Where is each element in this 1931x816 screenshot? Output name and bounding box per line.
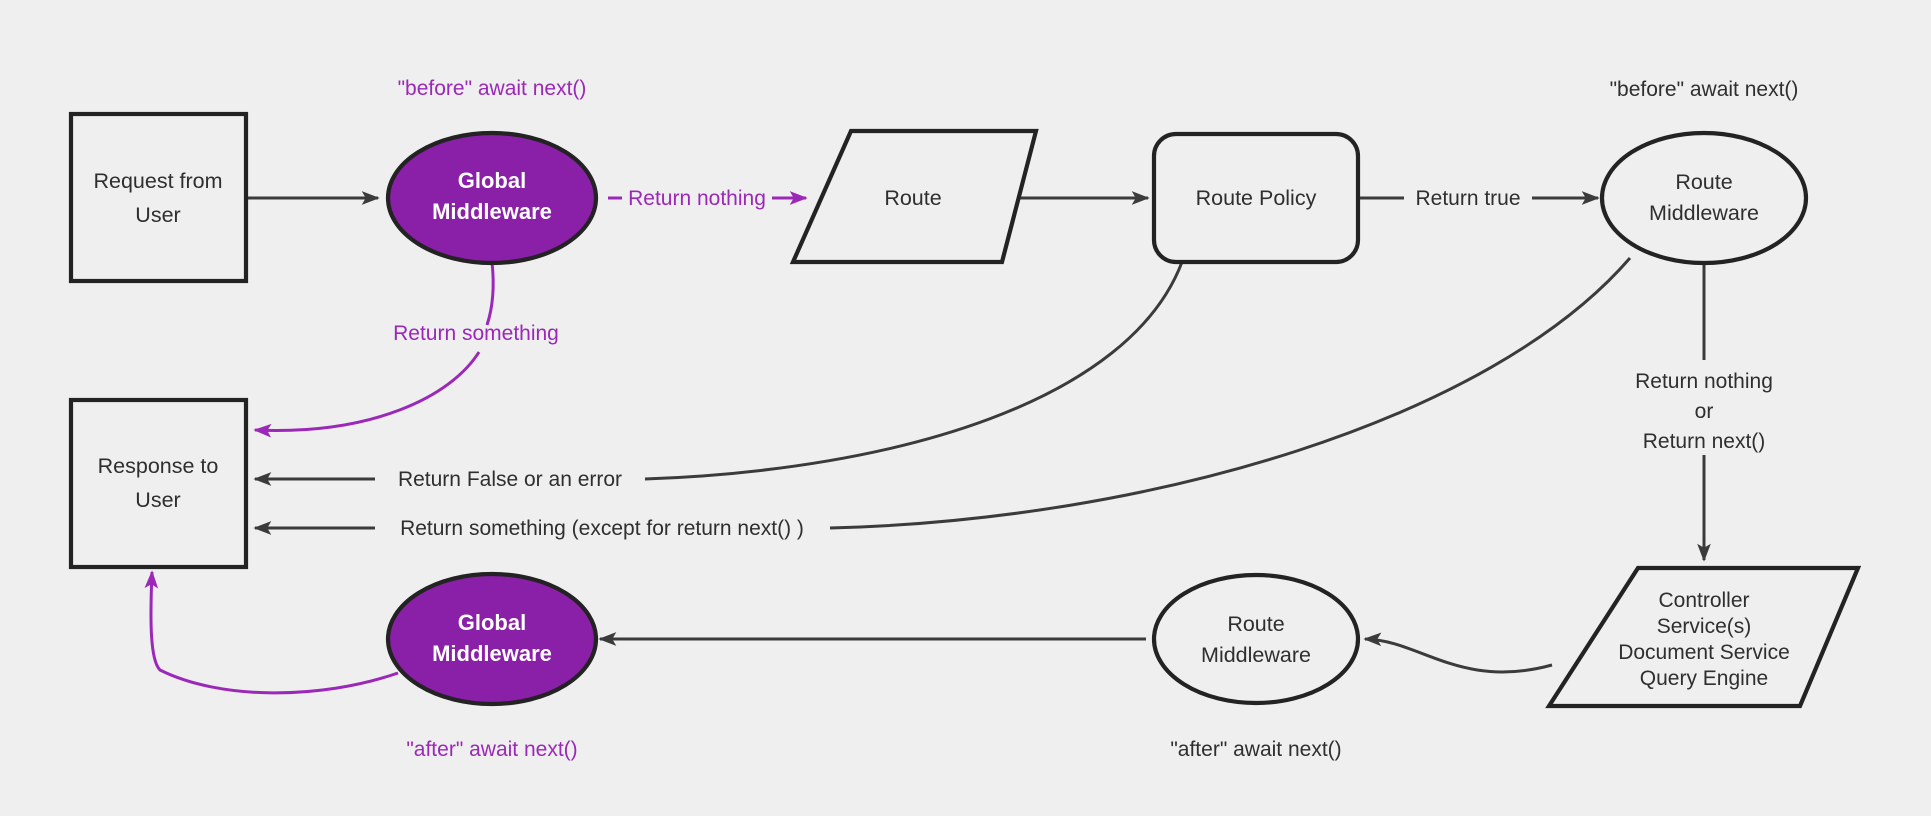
node-controller-services-label-line2: Service(s)	[1657, 615, 1752, 638]
node-controller-services-label-line4: Query Engine	[1640, 667, 1768, 690]
edge-global-middleware-bottom-to-response	[144, 570, 399, 695]
node-controller-services-label-line3: Document Service	[1618, 641, 1790, 664]
node-route-policy[interactable]	[1151, 131, 1361, 265]
node-route-label: Route	[884, 186, 941, 210]
node-global-middleware-top-label-line1: Global	[458, 168, 526, 193]
annotation-after-await-next-left: "after" await next()	[406, 738, 577, 761]
edge-label-return-something-except: Return something (except for return next…	[400, 517, 804, 540]
edge-label-return-something: Return something	[393, 322, 559, 345]
node-response-to-user-label-line2: User	[135, 488, 180, 512]
node-route-middleware-top[interactable]	[1599, 130, 1809, 266]
edge-label-return-true: Return true	[1415, 187, 1520, 210]
edge-route-middleware-to-response-curve	[829, 257, 1632, 530]
annotation-after-await-next-right: "after" await next()	[1170, 738, 1341, 761]
node-route-middleware-bottom-label-line2: Middleware	[1201, 643, 1311, 667]
edge-global-middleware-to-response-b	[253, 351, 481, 438]
edge-global-middleware-to-response-a	[485, 261, 495, 326]
node-request-from-user-label-line1: Request from	[93, 169, 222, 193]
node-global-middleware-top-label-line2: Middleware	[432, 199, 552, 224]
node-route-middleware-bottom-label-line1: Route	[1227, 612, 1284, 636]
edge-route-policy-to-response-curve	[644, 261, 1184, 481]
annotation-before-await-next-left: "before" await next()	[398, 77, 587, 100]
node-controller-services[interactable]	[1545, 565, 1862, 709]
node-response-to-user[interactable]	[68, 397, 249, 570]
node-global-middleware-bottom-label-line1: Global	[458, 610, 526, 635]
node-route-middleware-bottom[interactable]	[1151, 572, 1361, 706]
node-route[interactable]	[789, 128, 1039, 265]
node-route-middleware-top-label-line2: Middleware	[1649, 201, 1759, 225]
edge-label-return-nothing-or-next-line3: Return next()	[1643, 430, 1766, 453]
node-global-middleware-bottom-label-line2: Middleware	[432, 641, 552, 666]
edge-label-return-nothing: Return nothing	[628, 187, 766, 210]
edge-label-return-nothing-or-next-line2: or	[1695, 400, 1714, 423]
node-route-middleware-top-label-line1: Route	[1675, 170, 1732, 194]
edge-label-return-false-or-error: Return False or an error	[398, 468, 622, 491]
annotation-before-await-next-right: "before" await next()	[1610, 78, 1799, 101]
node-response-to-user-label-line1: Response to	[98, 454, 219, 478]
node-global-middleware-bottom[interactable]	[385, 571, 599, 707]
node-global-middleware-top[interactable]	[385, 130, 599, 266]
node-request-from-user-label-line2: User	[135, 203, 180, 227]
node-route-policy-label: Route Policy	[1196, 186, 1317, 210]
node-controller-services-label-line1: Controller	[1658, 589, 1749, 612]
edge-controller-to-route-middleware-bottom	[1363, 632, 1553, 674]
edge-label-return-nothing-or-next-line1: Return nothing	[1635, 370, 1773, 393]
node-request-from-user[interactable]	[68, 111, 249, 284]
